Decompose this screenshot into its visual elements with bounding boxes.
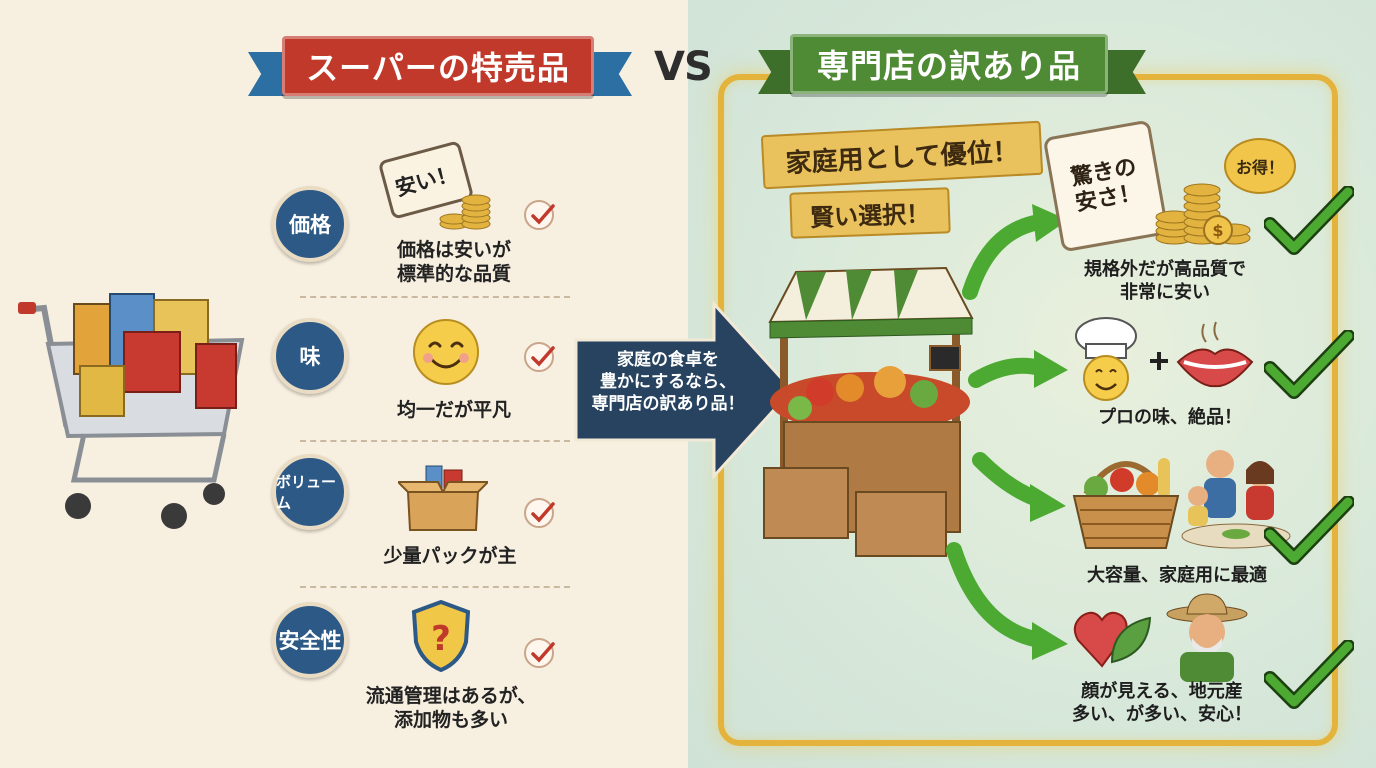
category-price-circle: 価格	[272, 186, 348, 262]
item-price-desc: 規格外だが高品質で 非常に安い	[1084, 259, 1246, 304]
category-volume-circle: ボリューム	[272, 454, 348, 530]
divider	[300, 586, 570, 588]
right-title-ribbon: 専門店の訳あり品	[790, 34, 1108, 94]
market-stall-icon	[763, 266, 974, 557]
category-taste-desc: 均一だが平凡	[396, 399, 511, 421]
check-icon	[1264, 330, 1354, 399]
lips-icon	[1176, 321, 1254, 388]
smiley-face-icon	[413, 319, 479, 385]
divider	[300, 296, 570, 298]
box-icon	[398, 465, 488, 531]
check-icon	[524, 498, 555, 528]
check-icon	[1264, 496, 1354, 565]
plus-icon	[1150, 352, 1168, 370]
category-taste-circle: 味	[272, 318, 348, 394]
heart-leaf-icon	[1073, 611, 1152, 668]
category-safety-circle: 安全性	[272, 602, 348, 678]
produce-basket-icon	[1072, 458, 1180, 549]
family-dinner-icon	[1181, 450, 1291, 549]
divider	[300, 440, 570, 442]
item-taste-desc: プロの味、絶品！	[1098, 407, 1242, 428]
shopping-cart-icon	[18, 293, 245, 529]
chef-face-icon	[1075, 317, 1137, 401]
shield-question-icon: ?	[411, 599, 471, 673]
farmer-icon	[1166, 593, 1248, 682]
svg-text:?: ?	[431, 619, 451, 659]
bargain-badge: お得！	[1224, 138, 1296, 194]
callout-arrow-icon	[574, 300, 794, 480]
check-icon	[1264, 186, 1354, 255]
item-volume-desc: 大容量、家庭用に最適	[1087, 565, 1267, 586]
item-safety-desc: 顔が見える、地元産 多い、が多い、安心！	[1072, 681, 1252, 726]
banner-smart-choice: 賢い選択！	[789, 187, 951, 239]
category-safety-desc: 流通管理はあるが、 添加物も多い	[365, 685, 537, 732]
gold-coins-icon: $	[1155, 183, 1251, 245]
svg-text:$: $	[1212, 221, 1223, 240]
check-icon	[524, 638, 555, 668]
coin-stack-icon	[439, 194, 491, 230]
check-icon	[1264, 640, 1354, 709]
left-title-ribbon: スーパーの特売品	[282, 36, 594, 96]
callout-text: 家庭の食卓を 豊かにするなら、 専門店の訳あり品！	[591, 350, 745, 415]
check-icon	[524, 342, 555, 372]
category-price-desc: 価格は安いが 標準的な品質	[396, 239, 511, 286]
vs-label: VS	[654, 44, 713, 90]
check-icon	[524, 200, 555, 230]
category-volume-desc: 少量パックが主	[383, 545, 517, 567]
green-arrows-icon	[946, 204, 1068, 660]
